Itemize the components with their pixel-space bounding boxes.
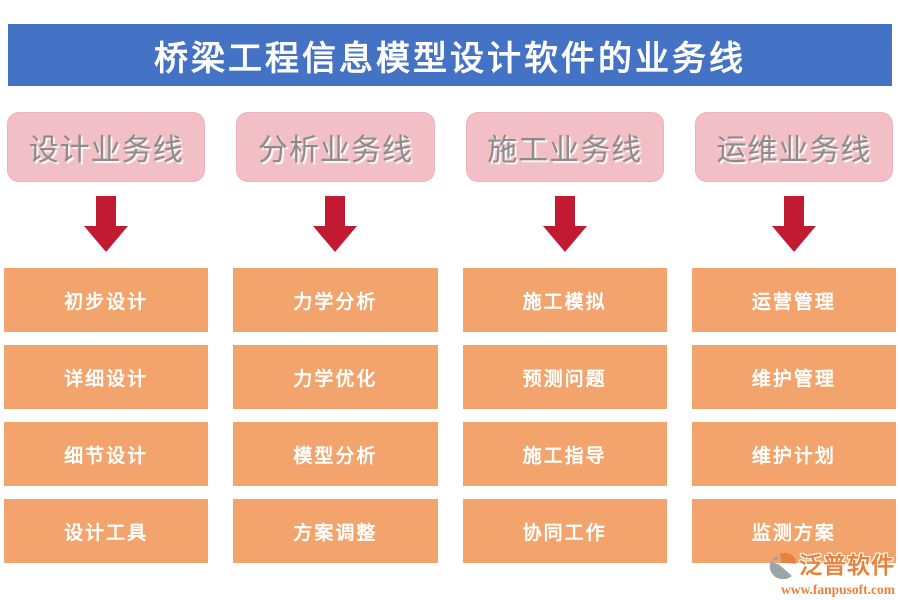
item-box: 方案调整	[233, 499, 438, 563]
item-box: 运营管理	[691, 268, 896, 332]
down-arrow-icon	[4, 196, 208, 252]
fanpu-logo: 泛普软件 www.fanpusoft.com	[767, 551, 895, 597]
item-box: 施工模拟	[462, 268, 667, 332]
column-header: 施工业务线	[465, 112, 664, 182]
item-box: 维护管理	[691, 345, 896, 409]
item-box: 初步设计	[4, 268, 209, 332]
fanpu-logo-text: 泛普软件	[799, 553, 895, 578]
item-box: 监测方案	[691, 499, 896, 563]
column-header: 设计业务线	[7, 112, 206, 182]
page-title: 桥梁工程信息模型设计软件的业务线	[154, 40, 746, 78]
item-box: 协同工作	[462, 499, 667, 563]
column-header-label: 运维业务线	[716, 134, 872, 167]
item-box: 设计工具	[4, 499, 209, 563]
item-box: 详细设计	[4, 345, 209, 409]
down-arrow-icon	[692, 196, 896, 252]
item-box: 力学优化	[233, 345, 438, 409]
column-header-label: 分析业务线	[257, 134, 413, 167]
item-box: 力学分析	[233, 268, 438, 332]
column-header: 运维业务线	[694, 112, 893, 182]
down-arrow-icon	[233, 196, 437, 252]
item-box: 预测问题	[462, 345, 667, 409]
column-header-label: 施工业务线	[487, 134, 643, 167]
column-operations: 运维业务线 运营管理 维护管理 维护计划 监测方案	[691, 112, 896, 576]
diagram: 设计业务线 初步设计 详细设计 细节设计 设计工具 分析业务线 力学分析 力学优…	[4, 112, 896, 576]
item-box: 施工指导	[462, 422, 667, 486]
fanpu-logo-url: www.fanpusoft.com	[780, 581, 895, 597]
down-arrow-icon	[463, 196, 667, 252]
fanpu-logo-icon	[767, 551, 797, 581]
column-header-label: 设计业务线	[28, 134, 184, 167]
title-banner: 桥梁工程信息模型设计软件的业务线	[8, 24, 892, 86]
column-construction: 施工业务线 施工模拟 预测问题 施工指导 协同工作	[462, 112, 667, 576]
column-header: 分析业务线	[236, 112, 435, 182]
item-box: 细节设计	[4, 422, 209, 486]
item-box: 模型分析	[233, 422, 438, 486]
column-analysis: 分析业务线 力学分析 力学优化 模型分析 方案调整	[233, 112, 438, 576]
item-box: 维护计划	[691, 422, 896, 486]
column-design: 设计业务线 初步设计 详细设计 细节设计 设计工具	[4, 112, 209, 576]
